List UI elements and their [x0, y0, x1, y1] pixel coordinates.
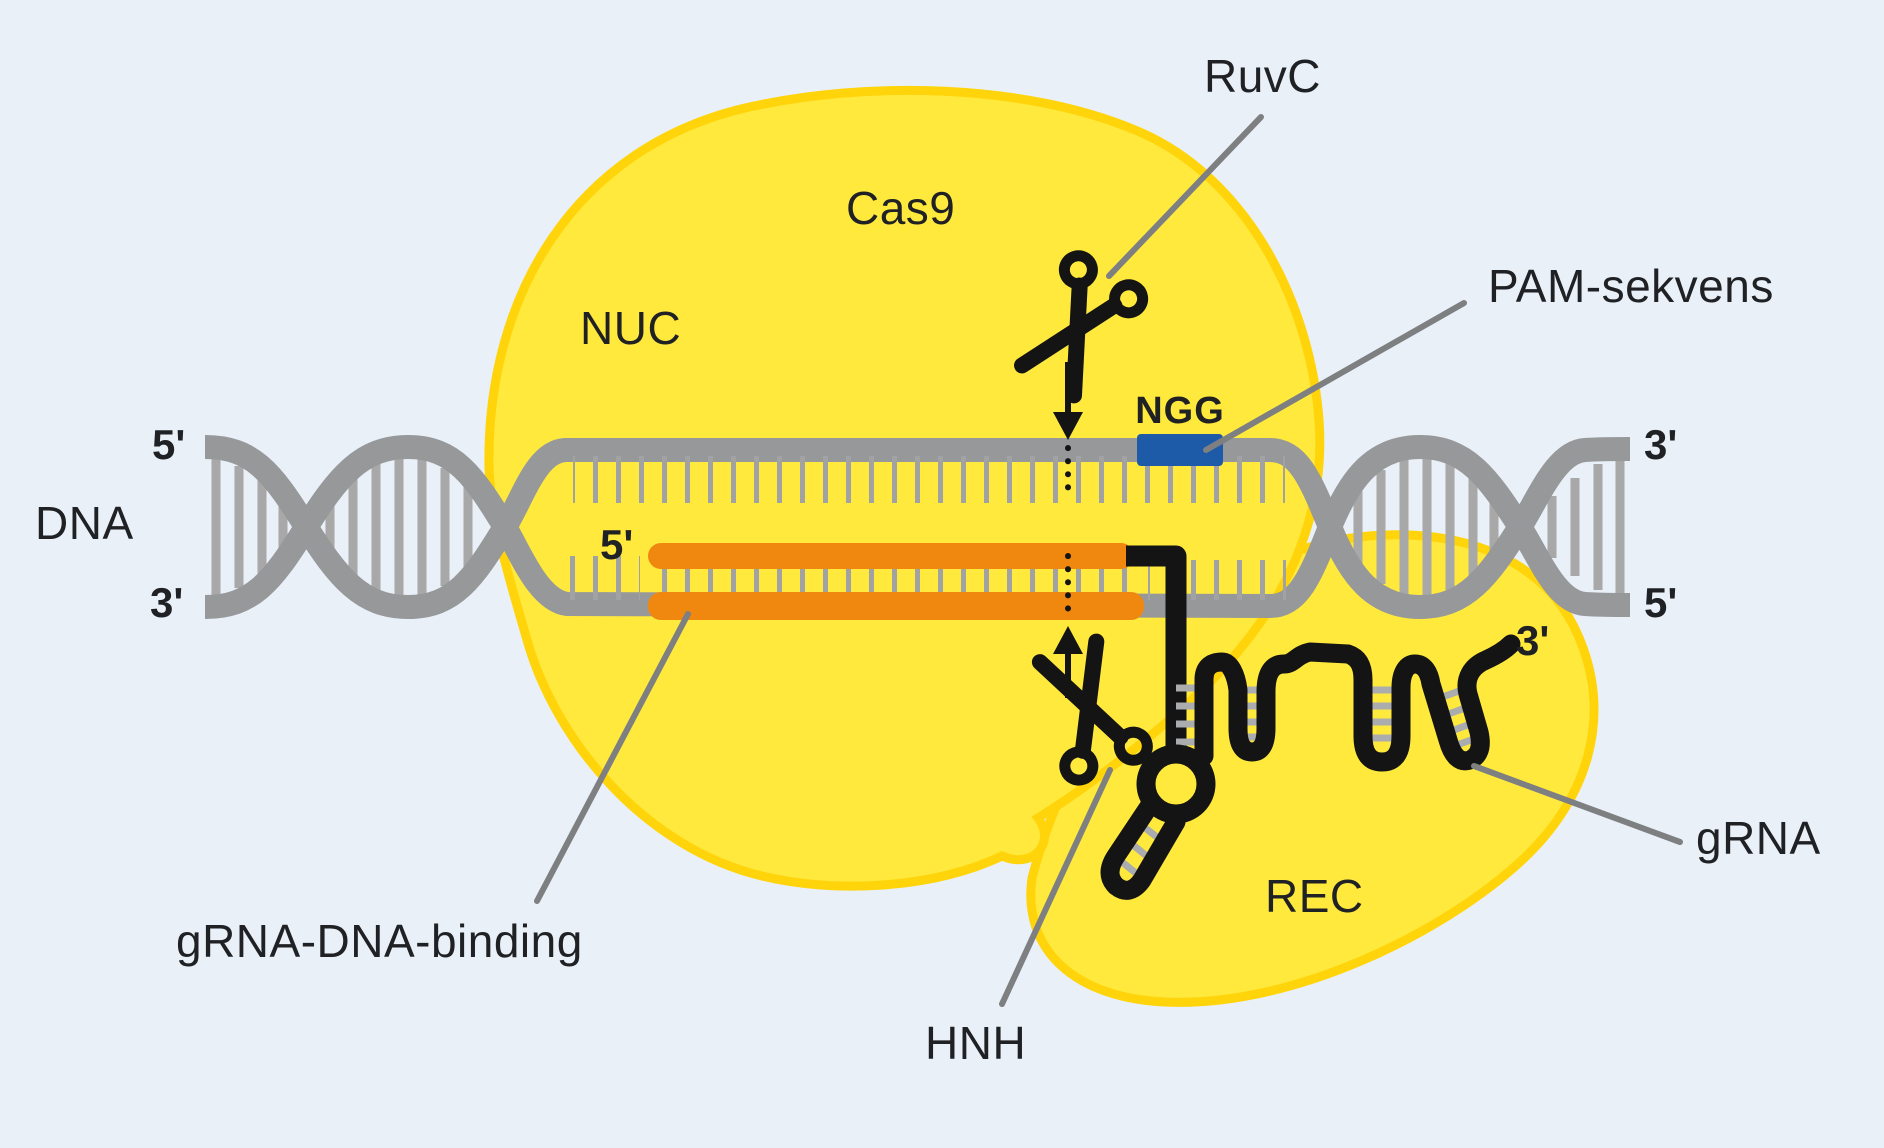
pam-sequence-label: PAM-sekvens — [1488, 260, 1774, 312]
dna-label: DNA — [35, 497, 134, 549]
grna-three-prime-label: 3' — [1516, 617, 1550, 664]
dna-left-bottom-end-label: 3' — [150, 579, 184, 626]
pam-pointer-line — [1203, 300, 1467, 453]
ngg-motif-label: NGG — [1135, 390, 1225, 432]
dna-left-top-end-label: 5' — [152, 421, 186, 468]
dna-right-top-end-label: 3' — [1644, 421, 1678, 468]
pam-ngg-box — [1137, 434, 1223, 466]
grna-scaffold — [1100, 545, 1521, 900]
hnh-pointer-line — [999, 767, 1113, 1007]
nuc-lobe-label: NUC — [580, 302, 682, 354]
target-dna-bar — [648, 592, 1144, 620]
ruvc-label: RuvC — [1204, 50, 1322, 102]
grna-pointer-line — [1471, 763, 1683, 845]
dna-right-bottom-end-label: 5' — [1644, 579, 1678, 626]
dna-top-strand — [204, 435, 1631, 620]
dna-basepair-bars — [211, 452, 1625, 602]
cas9-label: Cas9 — [846, 182, 956, 234]
grna-dna-binding-label: gRNA-DNA-binding — [176, 915, 583, 967]
dna-bottom-strand — [204, 434, 1631, 619]
rec-lobe-label: REC — [1265, 870, 1364, 922]
hnh-label: HNH — [925, 1017, 1027, 1069]
ruvc-pointer-line — [1106, 114, 1264, 279]
dna-double-helix — [204, 434, 1631, 620]
grna-spacer-bar — [648, 543, 1134, 569]
grna-label: gRNA — [1696, 812, 1821, 864]
pointer-lines — [534, 114, 1683, 1007]
grna-five-prime-label: 5' — [600, 521, 634, 568]
binding-pointer-line — [534, 611, 691, 904]
